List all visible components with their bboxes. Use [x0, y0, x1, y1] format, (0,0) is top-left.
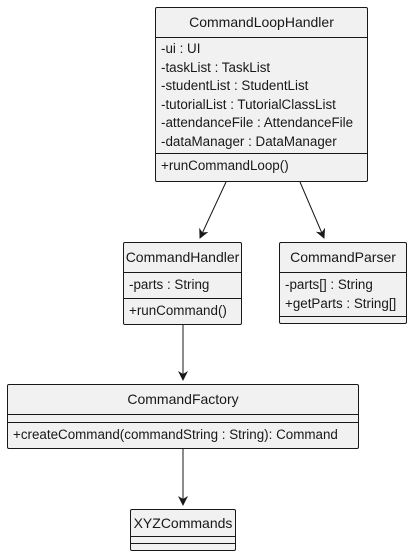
methods-section: +runCommand() — [124, 298, 241, 324]
class-name: XYZCommands — [133, 515, 233, 531]
attribute-row: -dataManager : DataManager — [161, 133, 337, 149]
methods-section: +createCommand(commandString : String): … — [8, 422, 358, 448]
attributes-section — [8, 414, 358, 422]
method-row: +createCommand(commandString : String): … — [13, 427, 338, 442]
class-name: CommandHandler — [125, 249, 240, 265]
relation-loophandler-to-parser — [299, 181, 326, 239]
attributes-section: -parts[] : String +getParts : String[] — [280, 272, 406, 316]
methods-section — [131, 543, 235, 550]
methods-section — [280, 316, 406, 323]
attribute-row: -attendanceFile : AttendanceFile — [161, 115, 354, 131]
class-command-parser: CommandParser -parts[] : String +getPart… — [279, 242, 407, 324]
attribute-row: -studentList : StudentList — [161, 78, 309, 94]
class-command-loop-handler: CommandLoopHandler -ui : UI -taskList : … — [155, 7, 368, 182]
class-xyz-commands: XYZCommands — [130, 509, 236, 551]
class-name: CommandParser — [290, 249, 396, 265]
class-name: CommandLoopHandler — [189, 14, 334, 30]
attribute-row: +getParts : String[] — [285, 295, 397, 311]
attribute-row: -parts : String — [129, 277, 210, 292]
class-command-factory: CommandFactory +createCommand(commandStr… — [7, 384, 359, 449]
methods-section: +runCommandLoop() — [156, 153, 367, 181]
attribute-row: -parts[] : String — [285, 277, 373, 292]
attribute-row: -tutorialList : TutorialClassList — [161, 96, 336, 112]
attributes-section: -parts : String — [124, 272, 241, 298]
method-row: +runCommand() — [129, 303, 227, 318]
class-name: CommandFactory — [127, 391, 239, 407]
attributes-section: -ui : UI -taskList : TaskList -studentLi… — [156, 37, 367, 153]
attributes-section — [131, 536, 235, 543]
attribute-row: -ui : UI — [161, 41, 201, 56]
attribute-row: -taskList : TaskList — [161, 59, 271, 75]
class-command-handler: CommandHandler -parts : String +runComma… — [123, 242, 242, 325]
relation-loophandler-to-handler — [199, 181, 227, 239]
method-row: +runCommandLoop() — [161, 158, 289, 173]
